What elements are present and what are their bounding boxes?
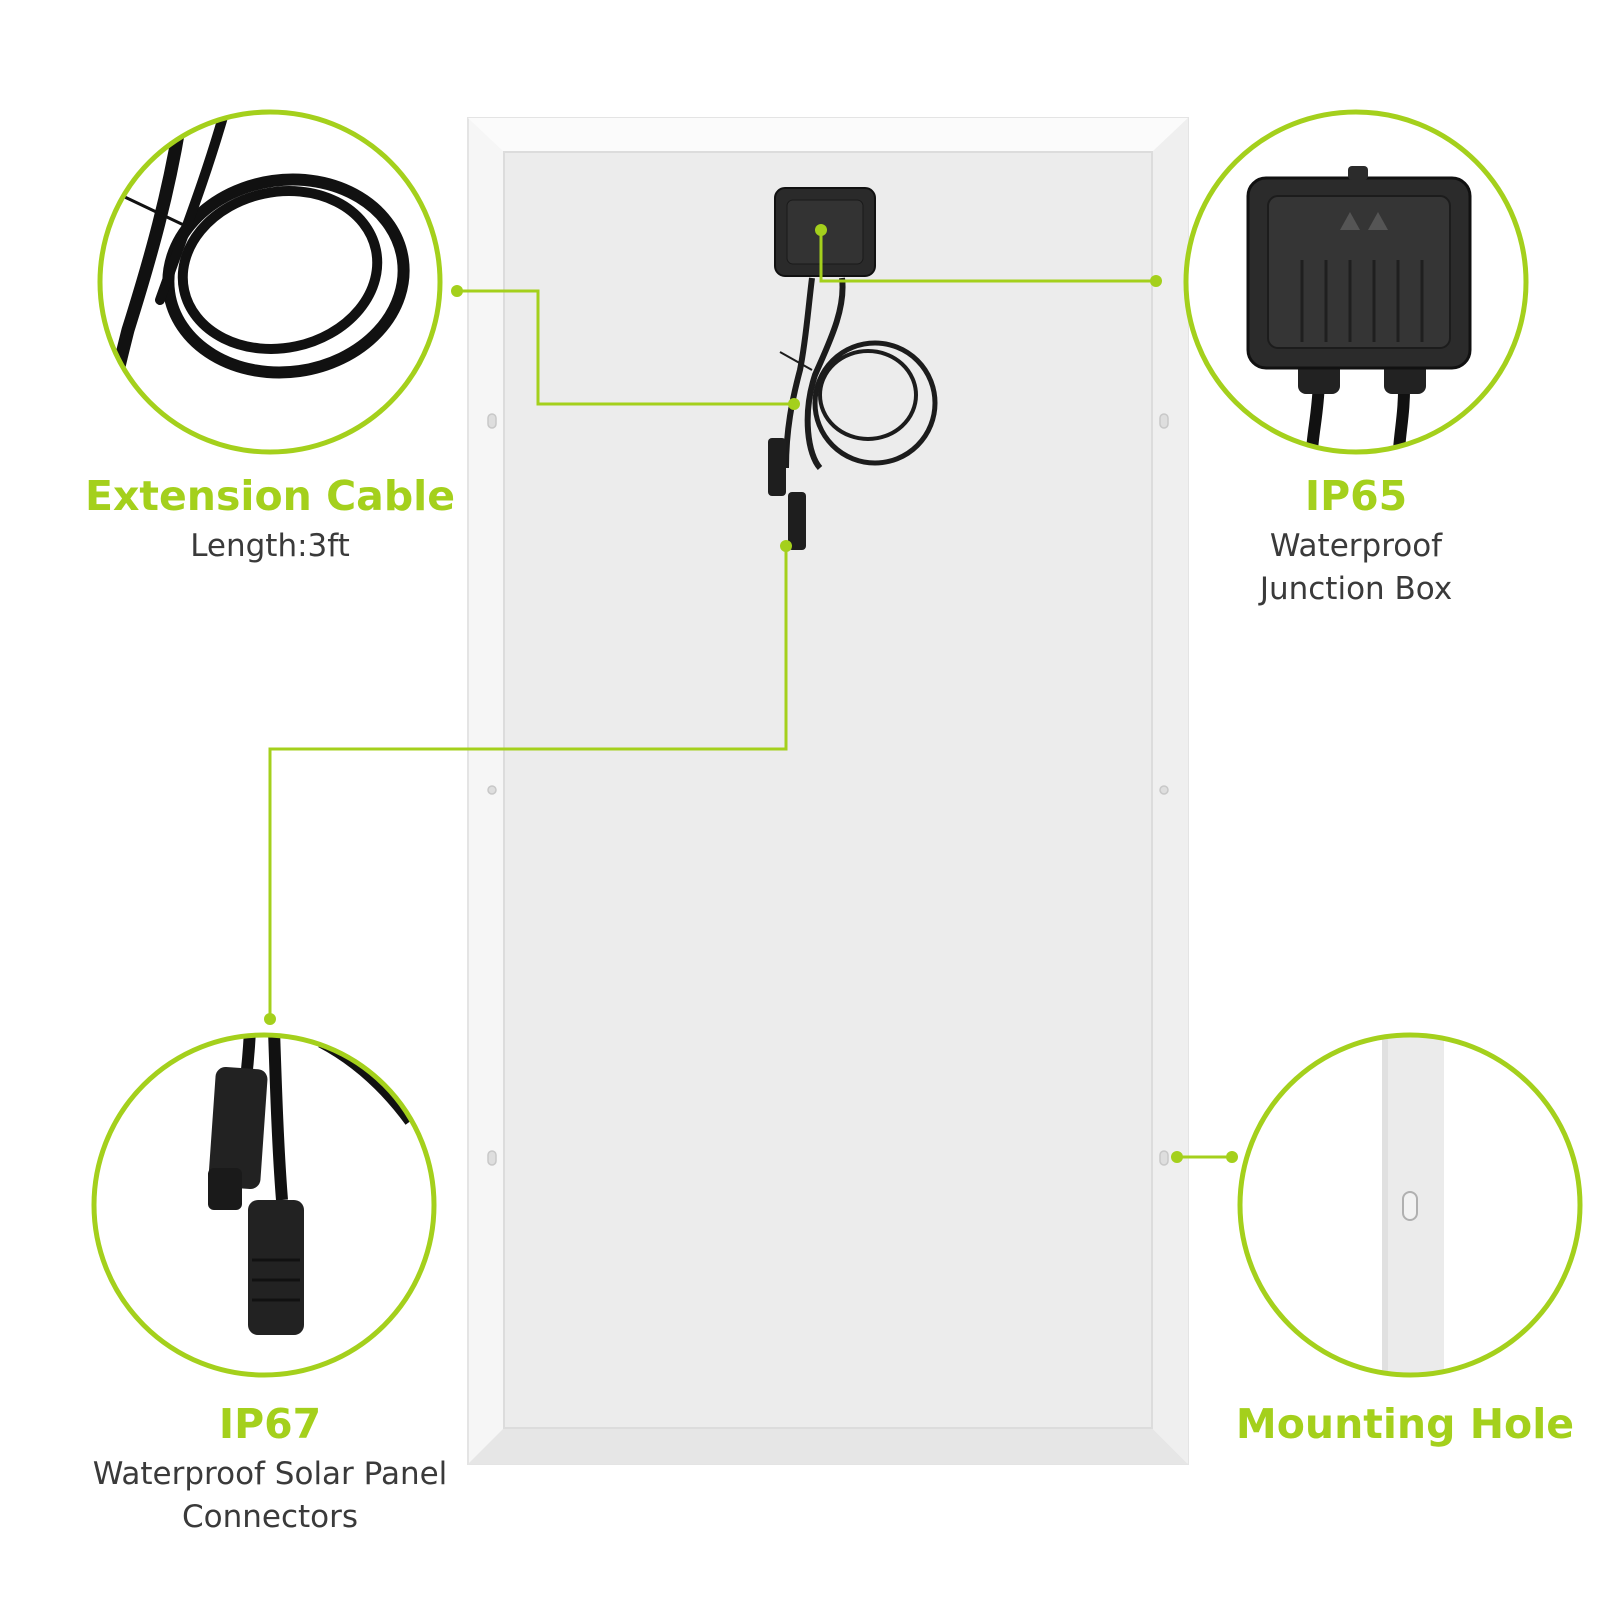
connectors-callout bbox=[91, 1032, 437, 1378]
cable-coil-icon bbox=[812, 340, 938, 466]
junction-box-icon bbox=[1246, 166, 1472, 452]
junction-box-line1: Waterproof bbox=[1269, 528, 1443, 564]
mounting-hole-icon bbox=[1402, 1191, 1418, 1221]
leader-lines bbox=[268, 230, 1232, 1159]
junction-box-line2: Junction Box bbox=[1259, 571, 1453, 607]
mounting-hole-callout bbox=[1237, 1032, 1583, 1378]
solar-panel bbox=[467, 117, 1189, 1465]
mounting-hole-icon bbox=[487, 1150, 497, 1166]
mounting-hole-title: Mounting Hole bbox=[1235, 1400, 1575, 1448]
mounting-hole-icon bbox=[1159, 785, 1169, 795]
extension-cable-title: Extension Cable bbox=[84, 472, 456, 520]
junction-box-rating: IP65 bbox=[1304, 472, 1408, 520]
leader-dots bbox=[264, 224, 1238, 1163]
mounting-hole-icon bbox=[1159, 413, 1169, 429]
mounting-hole-icon bbox=[487, 785, 497, 795]
frame-mounting-holes bbox=[487, 413, 1169, 1166]
mounting-hole-icon bbox=[1159, 1150, 1169, 1166]
junction-box-callout bbox=[1183, 109, 1529, 455]
mc4-connector-icon bbox=[788, 492, 806, 550]
connectors-line1: Waterproof Solar Panel bbox=[92, 1456, 448, 1492]
extension-cable-length: Length:3ft bbox=[190, 528, 350, 564]
extension-cable-callout bbox=[97, 109, 443, 455]
connectors-line2: Connectors bbox=[181, 1499, 359, 1535]
mc4-connector-icon bbox=[768, 438, 786, 496]
mounting-hole-icon bbox=[487, 413, 497, 429]
connectors-rating: IP67 bbox=[218, 1400, 322, 1448]
